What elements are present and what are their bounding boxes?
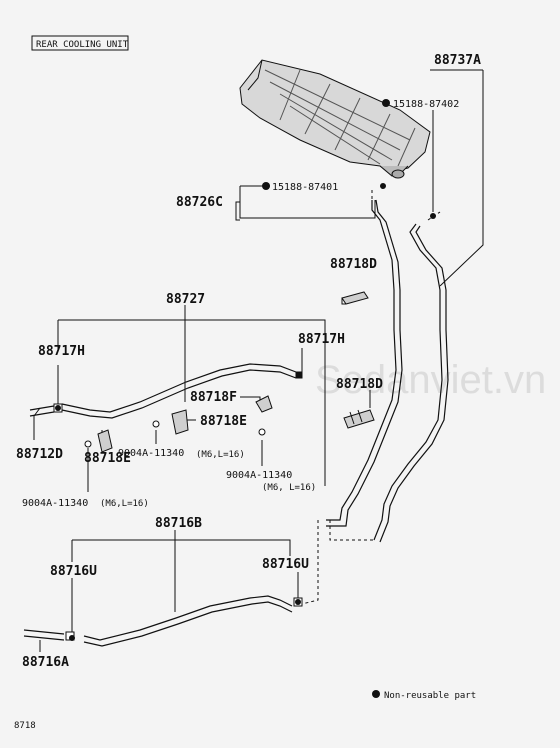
part-88716B: 88716B [155,516,202,531]
part-88718D-top: 88718D [330,257,377,272]
non-reusable-dot [262,182,270,190]
leader-lines [33,69,484,652]
non-reusable-dot [69,635,75,641]
non-reusable-markers [55,99,436,698]
part-15188-87401: 15188-87401 [272,182,338,193]
clamps [53,291,375,641]
header-box [31,35,129,51]
part-88718F: 88718F [190,390,237,405]
part-88716A: 88716A [22,655,69,670]
part-88726C: 88726C [176,195,223,210]
diagram-code: 8718 [14,721,36,731]
part-9004A-mid-note: (M6,L=16) [196,450,245,460]
part-88718D-mid: 88718D [336,377,383,392]
part-9004A-left: 9004A-11340 [22,498,88,509]
watermark: Sedanviet.vn [315,358,546,402]
header-label: REAR COOLING UNIT [36,40,129,50]
part-88716U-left: 88716U [50,564,97,579]
non-reusable-dot [55,405,61,411]
part-88718E-mid: 88718E [200,414,247,429]
non-reusable-dot [430,213,436,219]
part-9004A-left-note: (M6,L=16) [100,499,149,509]
part-9004A-right-note: (M6, L=16) [262,483,316,493]
part-88712D: 88712D [16,447,63,462]
part-88727: 88727 [166,292,205,307]
part-88716U-right: 88716U [262,557,309,572]
part-88717H-right: 88717H [298,332,345,347]
part-9004A-mid: 9004A-11340 [118,448,184,459]
non-reusable-dot [295,599,301,605]
non-reusable-dot [382,99,390,107]
legend-dot [372,690,380,698]
legend-non-reusable: Non-reusable part [384,691,476,701]
pipes [23,199,449,647]
part-9004A-right: 9004A-11340 [226,470,292,481]
part-88737A: 88737A [434,53,481,68]
part-88718E-left: 88718E [84,451,131,466]
rear-cooling-unit-drawing [239,59,431,179]
part-88717H-left: 88717H [38,344,85,359]
non-reusable-dot [380,183,386,189]
part-15188-87402: 15188-87402 [393,99,459,110]
